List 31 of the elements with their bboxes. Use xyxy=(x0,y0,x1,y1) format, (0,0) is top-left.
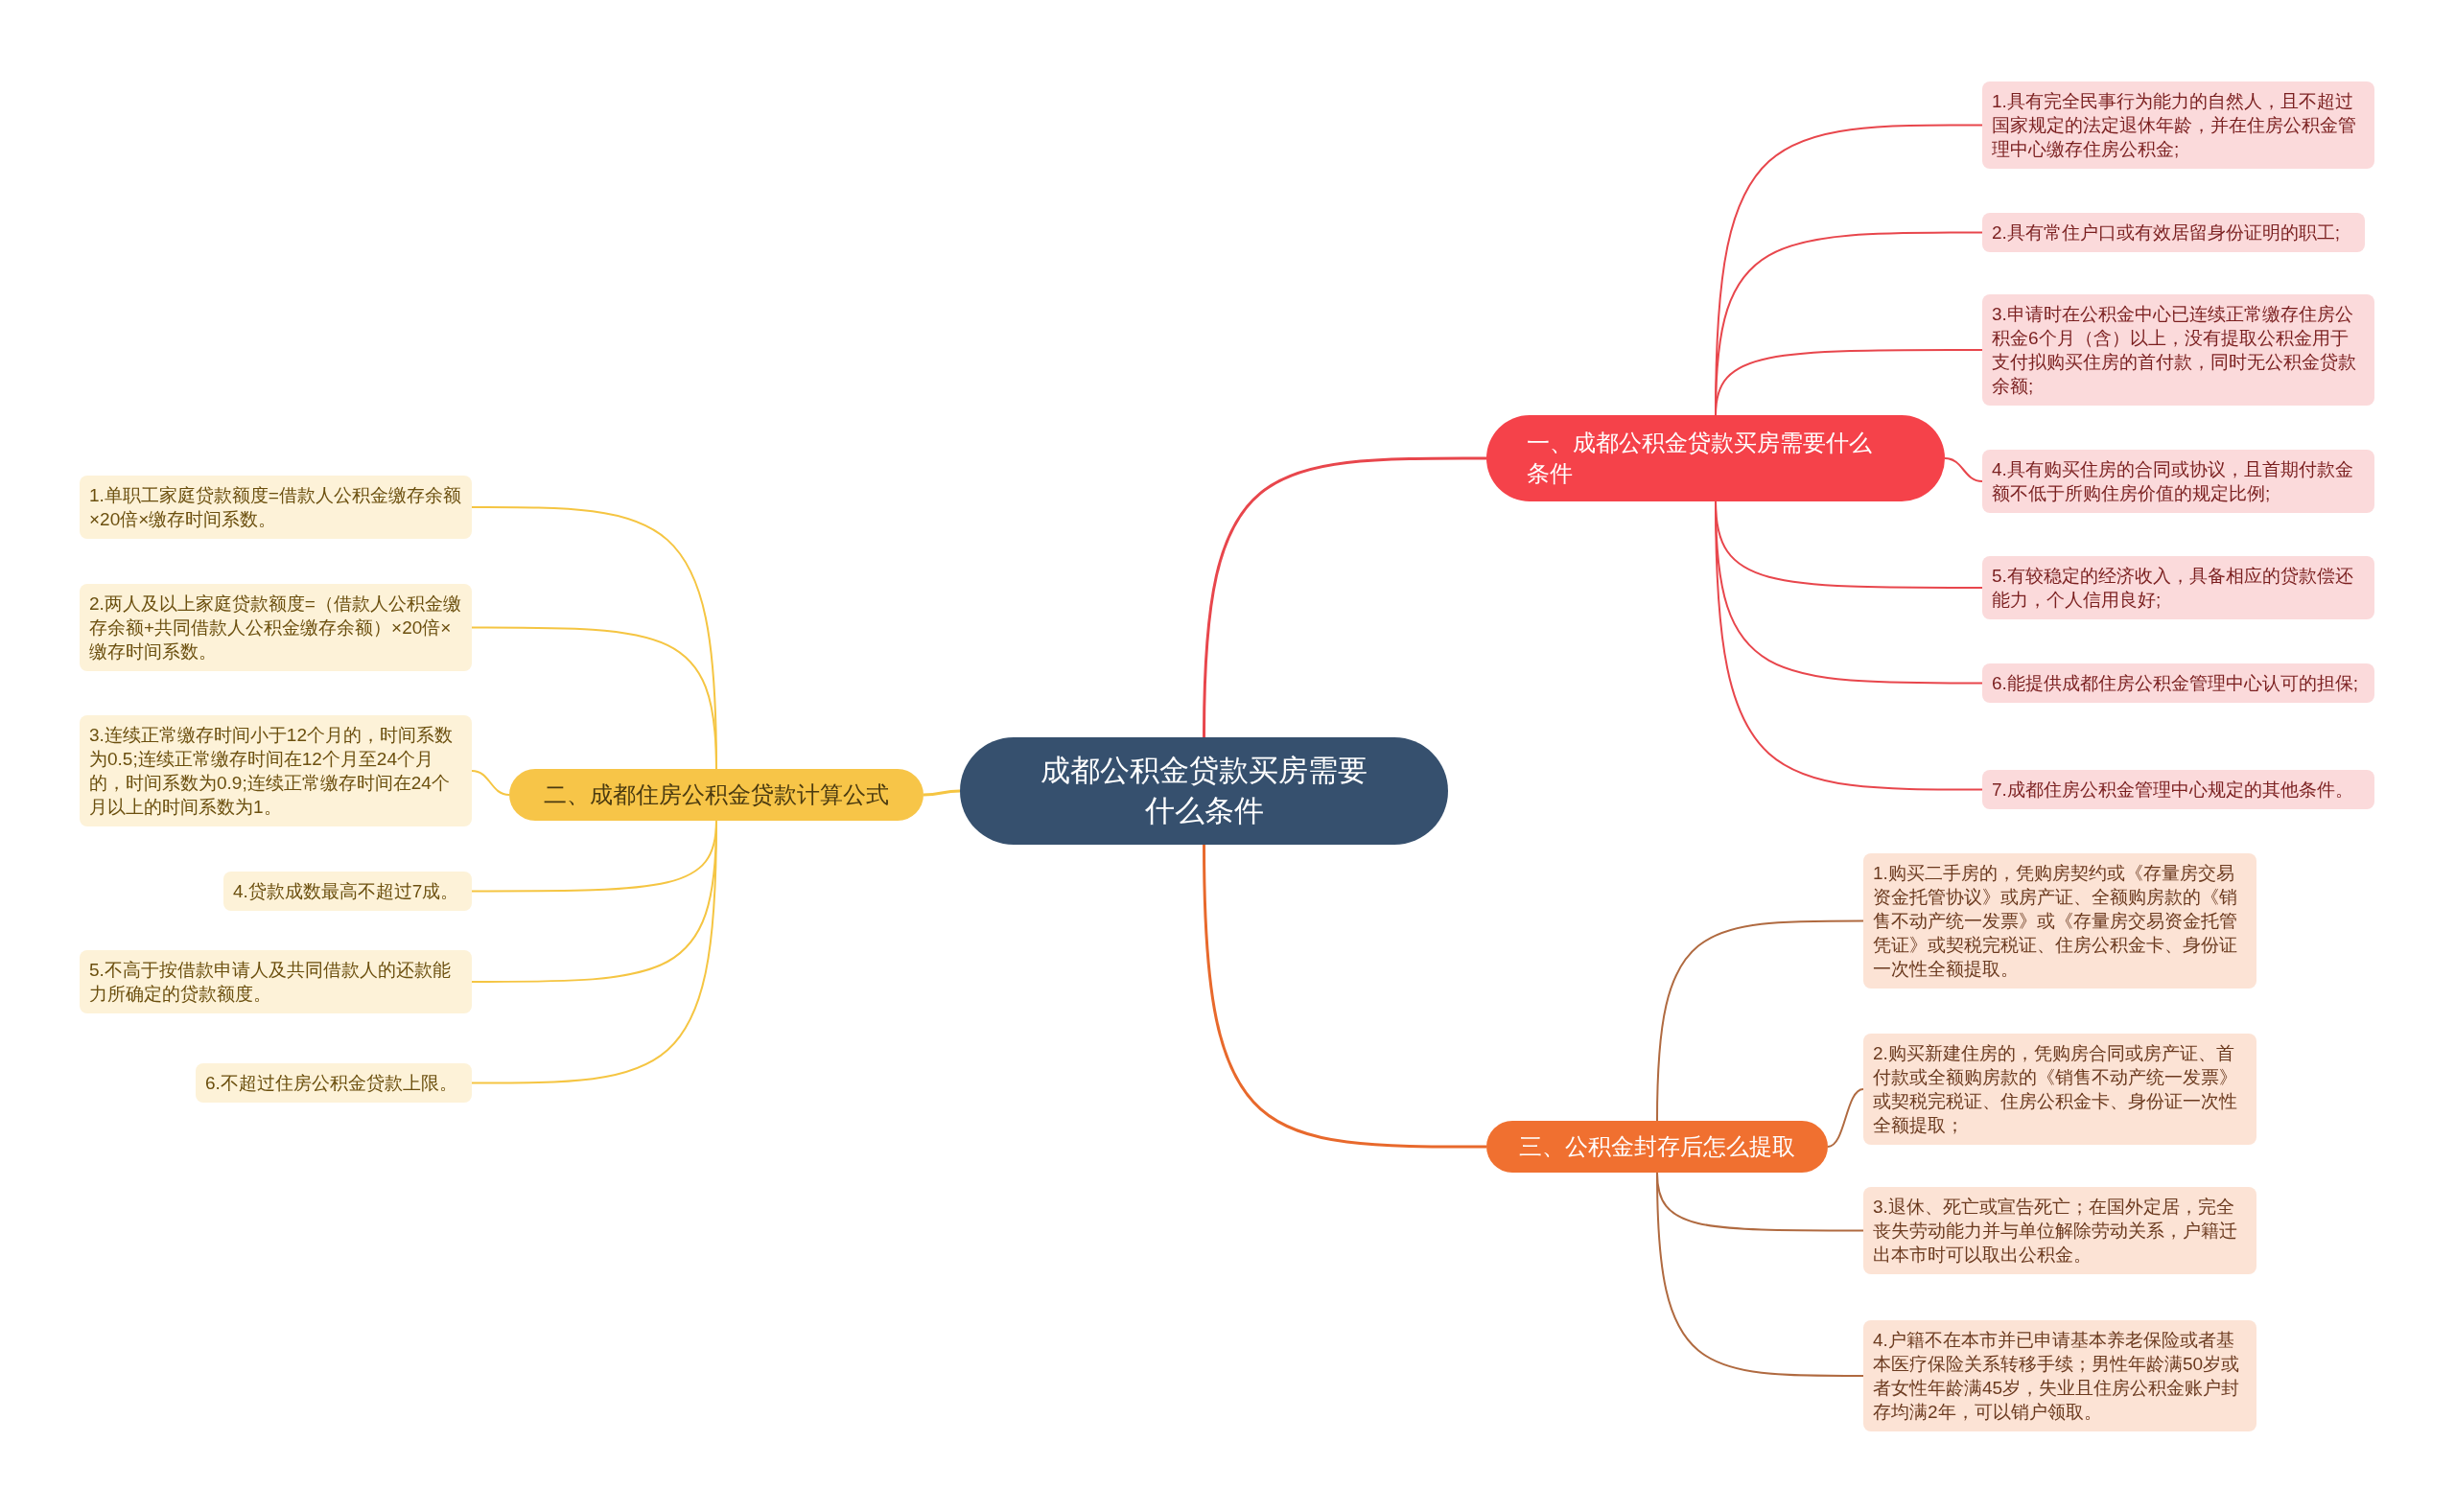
subtopic-card: 5.不高于按借款申请人及共同借款人的还款能力所确定的贷款额度。 xyxy=(80,950,472,1013)
subtopic-card: 3.申请时在公积金中心已连续正常缴存住房公积金6个月（含）以上，没有提取公积金用于支付拟购买住房的首付款，同时无公积金贷款余额; xyxy=(1982,294,2374,406)
connector-line xyxy=(923,789,961,797)
connector-line xyxy=(1944,457,1983,482)
subtopic-card: 4.户籍不在本市并已申请基本养老保险或者基本医疗保险关系转移手续；男性年龄满50岁或者女性年龄满45岁，失业且住房公积金账户封存均满2年，可以销户领取。 xyxy=(1863,1320,2256,1431)
connector-line xyxy=(1656,919,1864,1122)
subtopic-card: 2.具有常住户口或有效居留身份证明的职工; xyxy=(1982,213,2365,252)
connector-line xyxy=(1203,844,1486,1149)
subtopic-card: 1.具有完全民事行为能力的自然人，且不超过国家规定的法定退休年龄，并在住房公积金管理中心缴存住房公积金; xyxy=(1982,81,2374,169)
central-topic: 成都公积金贷款买房需要什么条件 xyxy=(960,737,1448,845)
subtopic-card: 7.成都住房公积金管理中心规定的其他条件。 xyxy=(1982,770,2374,809)
connector-line xyxy=(1715,349,1983,416)
connector-line xyxy=(471,770,510,796)
subtopic-card: 1.购买二手房的，凭购房契约或《存量房交易资金托管协议》或房产证、全额购房款的《销售不动产统一发票》或《存量房交易资金托管凭证》或契税完税证、住房公积金卡、身份证一次性全额提取。 xyxy=(1863,853,2256,989)
subtopic-card: 4.具有购买住房的合同或协议，且首期付款金额不低于所购住房价值的规定比例; xyxy=(1982,450,2374,513)
connector-line xyxy=(1203,456,1486,738)
subtopic-card: 3.退休、死亡或宣告死亡；在国外定居，完全丧失劳动能力并与单位解除劳动关系，户籍迁出本市时可以取出公积金。 xyxy=(1863,1187,2256,1274)
subtopic-card: 2.购买新建住房的，凭购房合同或房产证、首付款或全额购房款的《销售不动产统一发票》或契税完税证、住房公积金卡、身份证一次性全额提取； xyxy=(1863,1034,2256,1145)
connector-line xyxy=(471,626,717,770)
subtopic-card: 4.贷款成数最高不超过7成。 xyxy=(223,872,472,911)
subtopic-card: 6.能提供成都住房公积金管理中心认可的担保; xyxy=(1982,663,2374,703)
subtopic-card: 3.连续正常缴存时间小于12个月的，时间系数为0.5;连续正常缴存时间在12个月至24个月的，时间系数为0.9;连续正常缴存时间在24个月以上的时间系数为1。 xyxy=(80,715,472,826)
main-topic: 二、成都住房公积金贷款计算公式 xyxy=(509,769,924,821)
subtopic-card: 5.有较稳定的经济收入，具备相应的贷款偿还能力，个人信用良好; xyxy=(1982,556,2374,619)
connector-line xyxy=(1656,1172,1864,1377)
subtopic-card: 2.两人及以上家庭贷款额度=（借款人公积金缴存余额+共同借款人公积金缴存余额）×20倍×缴存时间系数。 xyxy=(80,584,472,671)
main-topic: 三、公积金封存后怎么提取 xyxy=(1486,1121,1828,1173)
subtopic-card: 6.不超过住房公积金贷款上限。 xyxy=(196,1063,472,1103)
subtopic-card: 1.单职工家庭贷款额度=借款人公积金缴存余额×20倍×缴存时间系数。 xyxy=(80,476,472,539)
main-topic: 一、成都公积金贷款买房需要什么条件 xyxy=(1486,415,1945,501)
connector-line xyxy=(1827,1088,1864,1148)
